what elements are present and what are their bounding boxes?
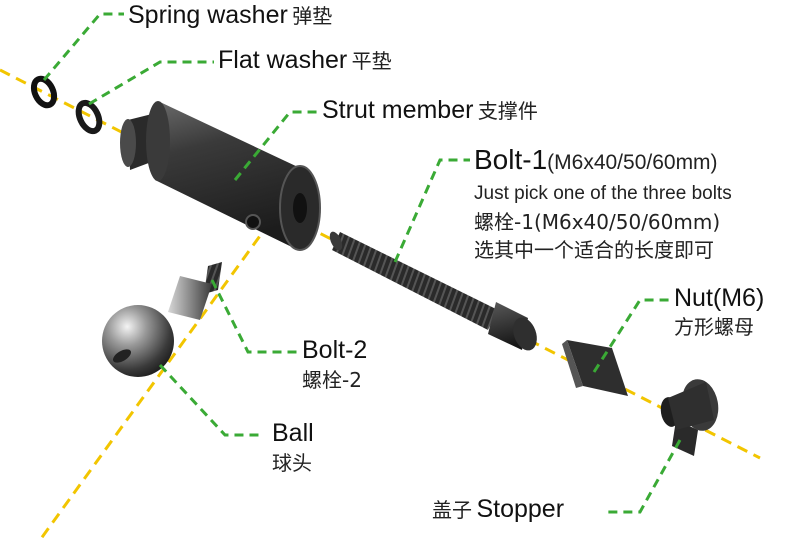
strut-member-part bbox=[120, 101, 321, 251]
label-flat-washer: Flat washer 平垫 bbox=[218, 48, 392, 73]
leader-bolt-2 bbox=[210, 279, 298, 354]
flat-washer-en: Flat washer bbox=[218, 46, 348, 74]
label-spring-washer: Spring washer 弹垫 bbox=[128, 3, 332, 28]
spring-washer-part bbox=[30, 75, 58, 109]
leader-strut-member bbox=[233, 110, 318, 181]
bolt-1-cn: 螺栓-1(M6x40/50/60mm) bbox=[474, 210, 721, 234]
flat-washer-part bbox=[75, 99, 103, 135]
ball-cn: 球头 bbox=[272, 451, 312, 475]
leader-nut bbox=[592, 298, 670, 373]
bolt-2-part bbox=[168, 262, 222, 320]
label-strut-member: Strut member 支撑件 bbox=[322, 98, 538, 123]
nut-cn: 方形螺母 bbox=[674, 315, 754, 339]
bolt-1-note: Just pick one of the three bolts bbox=[474, 183, 732, 204]
ball-part bbox=[102, 305, 174, 377]
bolt-2-en: Bolt-2 bbox=[302, 336, 368, 364]
bolt-1-cn-note: 选其中一个适合的长度即可 bbox=[474, 238, 714, 262]
spring-washer-cn: 弹垫 bbox=[292, 4, 333, 28]
assembly-axis-main bbox=[0, 68, 761, 460]
stopper-en: Stopper bbox=[476, 495, 565, 523]
ball-en: Ball bbox=[272, 419, 314, 447]
bolt-2-cn: 螺栓-2 bbox=[302, 368, 362, 392]
label-bolt-1: Bolt-1(M6x40/50/60mm) bbox=[474, 146, 718, 174]
spring-washer-en: Spring washer bbox=[128, 1, 288, 29]
bolt-1-part bbox=[329, 231, 537, 351]
leader-flat-washer bbox=[88, 60, 214, 106]
bolt-1-spec: (M6x40/50/60mm) bbox=[547, 151, 718, 174]
bolt-1-en: Bolt-1 bbox=[474, 144, 548, 175]
strut-member-en: Strut member bbox=[322, 96, 474, 124]
flat-washer-cn: 平垫 bbox=[351, 49, 392, 73]
leader-bolt-1 bbox=[393, 158, 470, 263]
leader-stopper bbox=[604, 439, 682, 514]
leader-lines bbox=[42, 12, 682, 514]
leader-ball bbox=[158, 363, 264, 437]
leader-spring-washer bbox=[42, 12, 124, 81]
assembly-axis-ball bbox=[38, 221, 272, 541]
stopper-cn: 盖子 bbox=[432, 498, 472, 522]
nut-en: Nut(M6) bbox=[674, 284, 765, 312]
strut-member-cn: 支撑件 bbox=[477, 99, 538, 123]
stopper-part bbox=[660, 379, 719, 456]
label-stopper: 盖子 Stopper bbox=[432, 497, 564, 522]
